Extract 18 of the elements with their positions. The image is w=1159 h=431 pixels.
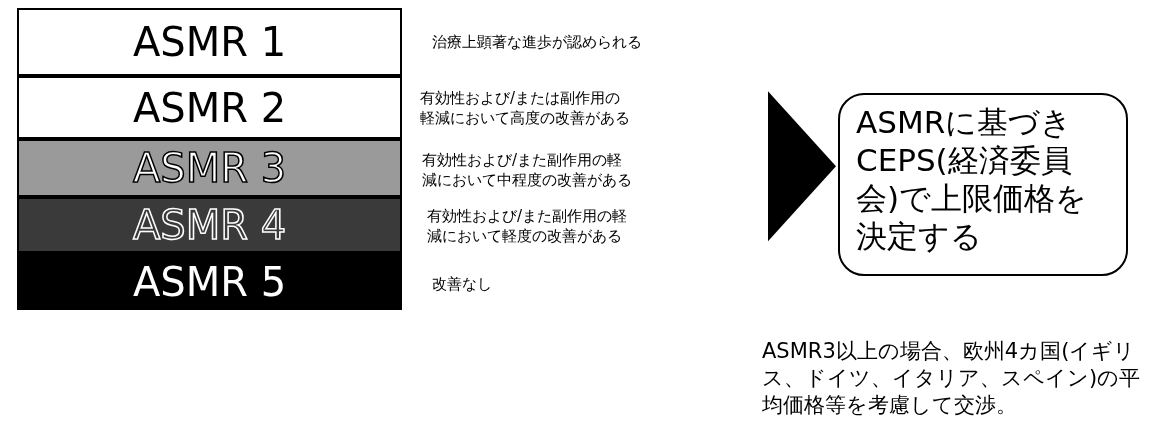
level-bar — [17, 139, 402, 197]
description-text: 有効性および/また副作用の軽減において軽度の改善がある — [427, 206, 629, 246]
description-text: 改善なし — [432, 274, 493, 294]
rounded-box — [838, 93, 1128, 276]
level-bar — [17, 253, 402, 310]
note-text: ASMR3以上の場合、欧州4カ国(イギリス、ドイツ、イタリア、スペイン)の平均価格等を考慮して交渉。 — [762, 338, 1142, 419]
level-label: ASMR 4 — [132, 202, 287, 248]
description-text: 有効性および/または副作用の軽減において高度の改善がある — [420, 88, 631, 128]
level-bar — [17, 76, 402, 139]
level-label: ASMR 2 — [132, 84, 287, 131]
level-label: ASMR 5 — [132, 258, 287, 305]
box-text: ASMRに基づきCEPS(経済委員会)で上限価格を決定する — [856, 103, 1089, 255]
level-label: ASMR 1 — [132, 19, 287, 65]
level-bar — [17, 197, 402, 253]
description-text: 有効性および/また副作用の軽減において中程度の改善がある — [422, 150, 633, 190]
description-text: 治療上顕著な進歩が認められる — [432, 32, 643, 52]
block-arrow — [768, 91, 836, 242]
level-bar — [17, 8, 402, 76]
